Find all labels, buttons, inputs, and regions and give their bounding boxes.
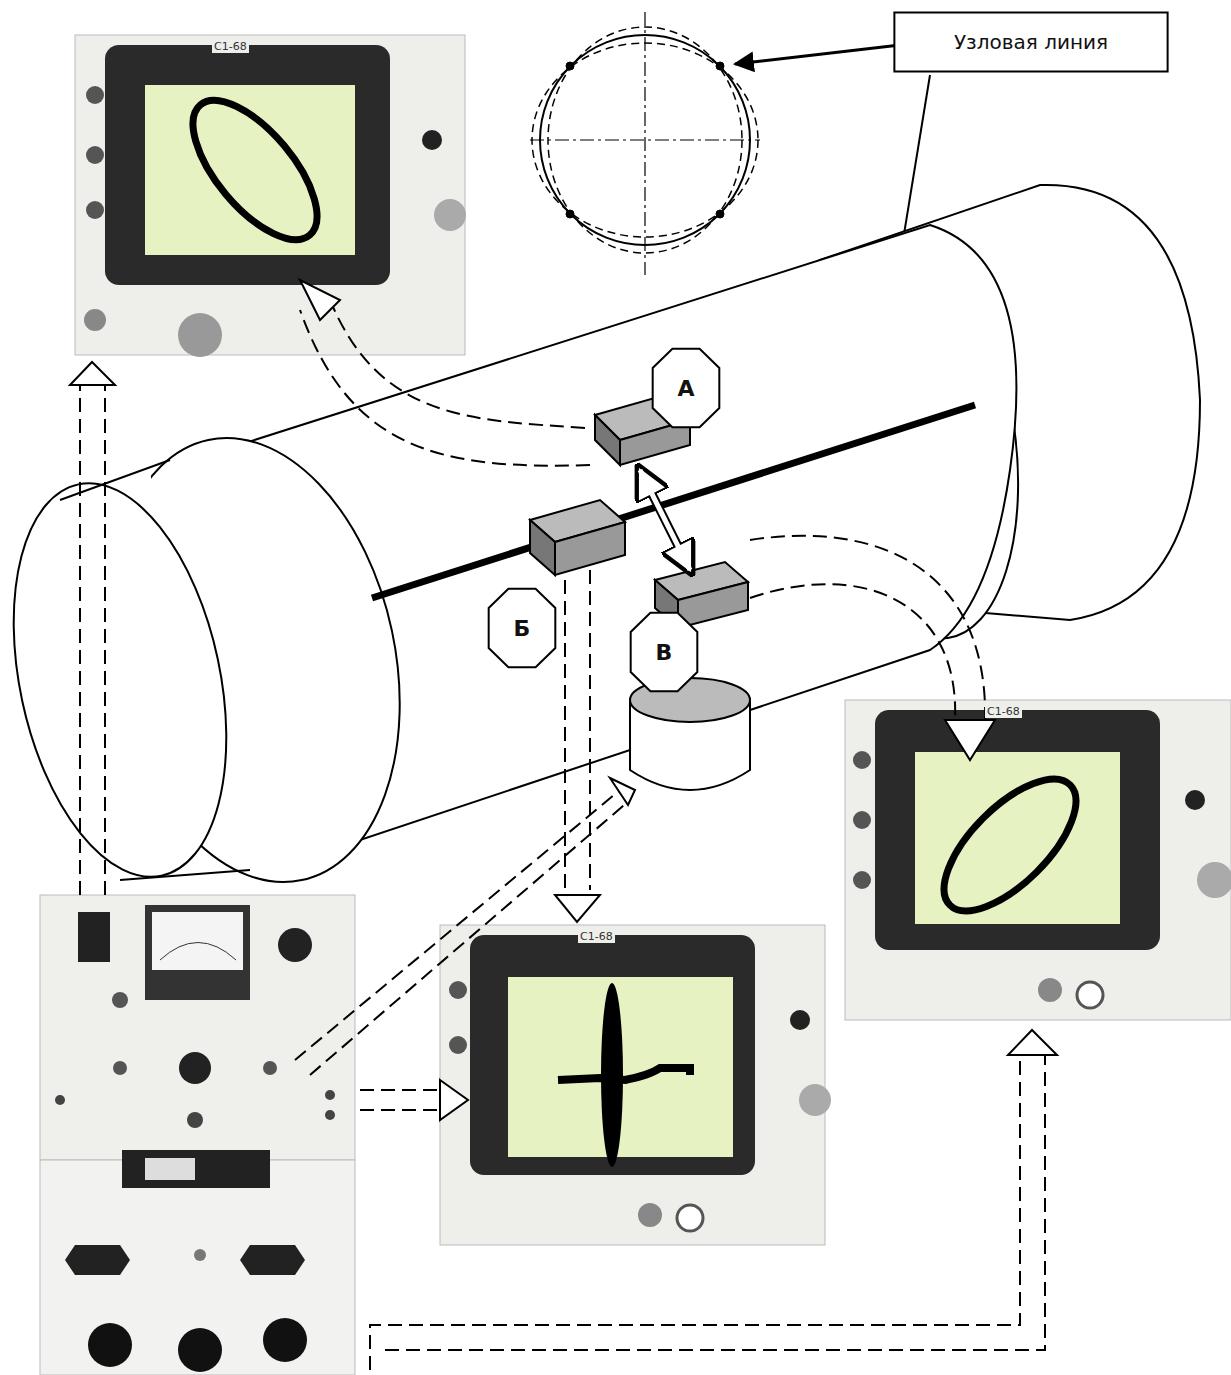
outline xyxy=(653,349,720,427)
sensor xyxy=(530,500,625,575)
label-box: Узловая линия xyxy=(893,12,1169,72)
node-text: Узловая линия xyxy=(954,30,1108,54)
node-text: В xyxy=(656,640,673,665)
outline xyxy=(489,589,556,667)
outline xyxy=(894,13,1167,72)
arrowhead xyxy=(70,280,1057,1120)
octagon-label: А xyxy=(652,348,720,428)
move-arrow xyxy=(640,470,690,570)
oscilloscope xyxy=(845,700,1231,1020)
octagon-label: Б xyxy=(488,588,556,668)
node-text: Б xyxy=(514,616,531,641)
device-model-label: С1-68 xyxy=(578,930,615,943)
oscilloscope xyxy=(75,35,466,357)
exciter xyxy=(630,678,750,790)
device-model-label: С1-68 xyxy=(985,705,1022,718)
signal-arrow xyxy=(80,300,1045,1370)
generator xyxy=(40,895,355,1375)
oscilloscope xyxy=(440,925,831,1245)
leader-line xyxy=(735,45,900,64)
device-model-label: С1-68 xyxy=(212,40,249,53)
nodal-line xyxy=(372,405,975,598)
node-text: А xyxy=(677,376,694,401)
outline xyxy=(631,613,698,691)
octagon-label: В xyxy=(630,612,698,692)
cross-section xyxy=(530,12,760,275)
move-arrow xyxy=(640,470,690,570)
